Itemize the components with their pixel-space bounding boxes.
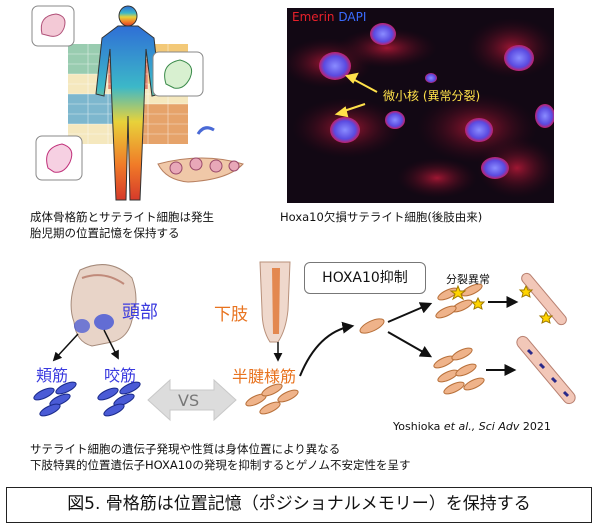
head-label: 頭部 — [122, 302, 158, 323]
legend-dapi: DAPI — [338, 10, 367, 24]
masseter-label: 咬筋 — [104, 366, 137, 385]
defect-stars — [449, 284, 486, 310]
vs-double-arrow — [147, 378, 237, 422]
top-left-caption-line1: 成体骨格筋とサテライト細胞は発生 — [30, 210, 214, 224]
abnormal-division-label: 分裂異常 — [446, 273, 490, 286]
embryo-callout-top — [31, 5, 75, 47]
buccinator-label: 頬筋 — [36, 366, 69, 385]
microscopy-legend: Emerin DAPI — [292, 10, 366, 24]
micronucleus-arrows — [334, 72, 378, 118]
human-silhouette — [95, 5, 161, 201]
cell-cytoplasm — [287, 18, 554, 198]
myofiber-illustration — [157, 126, 244, 183]
nuclei — [319, 23, 554, 179]
bottom-illustration — [0, 250, 601, 430]
embryo-callout-bottom — [35, 135, 83, 181]
citation-etal: et al., Sci Adv — [443, 420, 520, 433]
citation-author: Yoshioka — [393, 420, 444, 433]
leg-illustration — [259, 261, 291, 343]
top-left-caption-line2: 胎児期の位置記憶を保持する — [30, 226, 180, 240]
vs-label: VS — [178, 391, 200, 410]
abnormal-myofiber — [518, 272, 567, 326]
hoxa10-text: HOXA10抑制 — [322, 270, 408, 286]
legend-emerin: Emerin — [292, 10, 335, 24]
summary-line1: サテライト細胞の遺伝子発現や性質は身体位置により異なる — [30, 442, 341, 456]
micronucleus-annotation: 微小核 (異常分裂) — [383, 89, 481, 103]
microscopy-image — [287, 8, 554, 203]
blue-cells-right — [97, 381, 141, 417]
single-cell — [359, 318, 385, 334]
semitendinosus-label: 半腱様筋 — [232, 367, 297, 386]
top-left-caption: 成体骨格筋とサテライト細胞は発生 胎児期の位置記憶を保持する — [30, 209, 214, 241]
head-illustration — [70, 264, 137, 347]
orange-cells — [245, 383, 299, 415]
citation-year: 2021 — [519, 420, 551, 433]
body-map-illustration — [28, 4, 258, 204]
summary-line2: 下肢特異的位置遺伝子HOXA10の発現を抑制するとゲノム不安定性を呈す — [30, 458, 411, 472]
blue-cells-left — [33, 381, 77, 417]
normal-cells — [433, 347, 485, 395]
hoxa10-callout: HOXA10抑制 — [304, 262, 426, 294]
figure-title: 図5. 骨格筋は位置記憶（ポジショナルメモリー）を保持する — [6, 487, 592, 523]
citation: Yoshioka et al., Sci Adv 2021 — [393, 420, 551, 433]
normal-myofiber — [516, 335, 576, 405]
summary: サテライト細胞の遺伝子発現や性質は身体位置により異なる 下肢特異的位置遺伝子HO… — [30, 441, 411, 473]
top-right-caption: Hoxa10欠損サテライト細胞(後肢由来) — [280, 210, 483, 224]
hindlimb-label: 下肢 — [214, 305, 248, 325]
embryo-callout-right — [152, 51, 204, 97]
